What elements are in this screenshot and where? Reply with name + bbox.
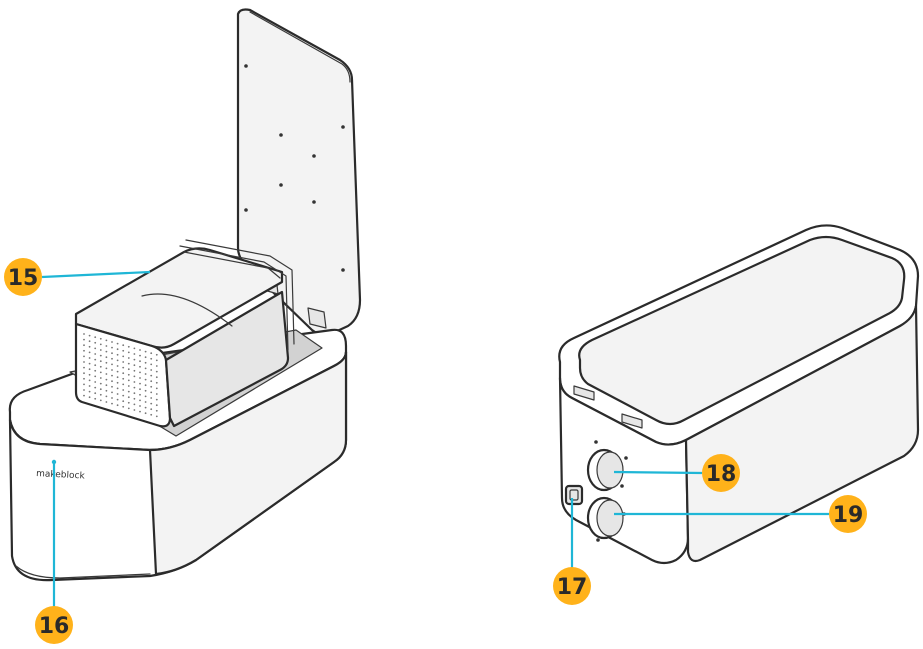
callout-18: 18	[613, 454, 740, 492]
callout-17: 17	[553, 498, 591, 605]
callout-19: 19	[614, 495, 867, 533]
svg-text:16: 16	[39, 614, 70, 639]
right-device	[558, 224, 920, 565]
svg-text:17: 17	[557, 575, 588, 600]
callout-16: 16	[35, 462, 73, 644]
brand-logo: makeblock	[36, 469, 86, 482]
filter-cartridge	[74, 239, 295, 428]
callout-15: 15	[4, 258, 151, 296]
body-side	[684, 304, 920, 563]
power-connector-17	[564, 484, 584, 506]
left-device: makeblock	[8, 8, 362, 582]
exhaust-port-19	[586, 496, 624, 540]
svg-text:18: 18	[706, 462, 737, 487]
exhaust-port-18	[586, 448, 624, 492]
svg-text:15: 15	[8, 266, 39, 291]
filter-mesh	[83, 333, 158, 418]
svg-text:19: 19	[833, 503, 864, 528]
